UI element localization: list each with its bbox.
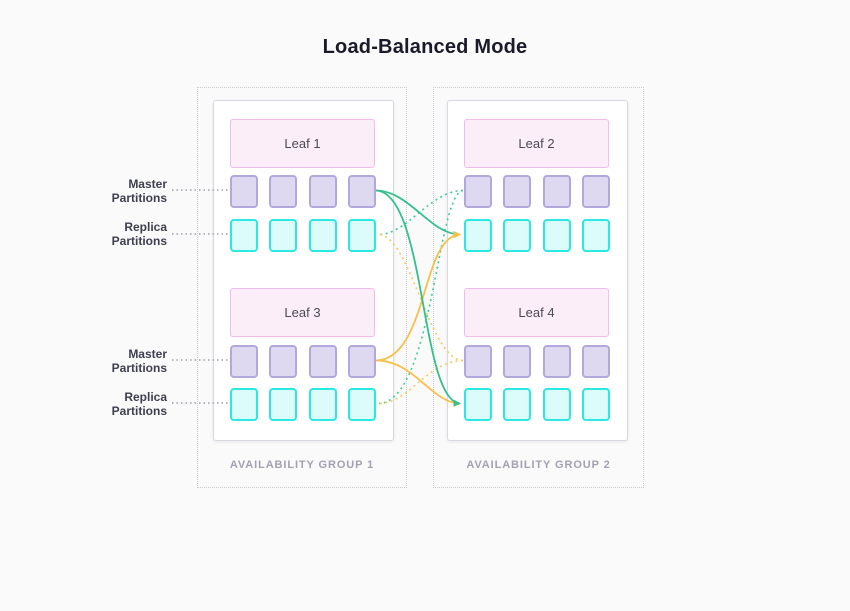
master-partition-box (230, 175, 258, 208)
leaf-2-master-row (464, 175, 610, 208)
leaf-3-box: Leaf 3 (230, 288, 375, 337)
master-partition-box (269, 345, 298, 378)
replica-partition-box (269, 219, 298, 252)
availability-group-2: Leaf 2 Leaf 4 (433, 87, 644, 488)
leaf-3-label: Leaf 3 (284, 305, 321, 320)
replica-partition-box (347, 219, 376, 252)
label-leader-line (172, 189, 229, 191)
leaf-1-label: Leaf 1 (284, 136, 321, 151)
label-leader-line (172, 359, 229, 361)
label-leader-line (172, 402, 229, 404)
replica-partition-box (230, 388, 258, 421)
leaf-3-master-row (230, 345, 376, 378)
leaf-card-group-1: Leaf 1 Leaf 3 (213, 100, 394, 441)
replica-partition-box (347, 388, 376, 421)
master-partition-box (503, 175, 532, 208)
leaf-4-box: Leaf 4 (464, 288, 609, 337)
master-partition-box (230, 345, 258, 378)
master-partition-box (269, 175, 298, 208)
master-partition-box (347, 175, 376, 208)
leaf-4-master-row (464, 345, 610, 378)
master-partition-box (308, 175, 337, 208)
master-partitions-label: Master Partitions (111, 347, 167, 375)
leaf-2-label: Leaf 2 (518, 136, 555, 151)
replica-partition-box (464, 388, 492, 421)
master-partition-box (464, 345, 492, 378)
replica-partition-box (230, 219, 258, 252)
replica-partition-box (581, 388, 610, 421)
label-leader-line (172, 233, 229, 235)
replica-partition-box (464, 219, 492, 252)
master-partition-box (581, 345, 610, 378)
leaf-1-box: Leaf 1 (230, 119, 375, 168)
replica-partition-box (542, 388, 571, 421)
leaf-4-label: Leaf 4 (518, 305, 555, 320)
leaf-card-group-2: Leaf 2 Leaf 4 (447, 100, 628, 441)
replica-partition-box (542, 219, 571, 252)
page-title: Load-Balanced Mode (322, 36, 528, 58)
leaf-1-master-row (230, 175, 376, 208)
master-partition-box (464, 175, 492, 208)
leaf-4-replica-row (464, 388, 610, 421)
leaf-3-replica-row (230, 388, 376, 421)
master-partition-box (542, 175, 571, 208)
master-partitions-label: Master Partitions (111, 177, 167, 205)
replica-partition-box (308, 388, 337, 421)
replica-partition-box (503, 219, 532, 252)
master-partition-box (542, 345, 571, 378)
replica-partitions-label: Replica Partitions (111, 220, 167, 248)
replica-partition-box (269, 388, 298, 421)
availability-group-2-label: AVAILABILITY GROUP 2 (466, 459, 611, 471)
leaf-1-replica-row (230, 219, 376, 252)
availability-group-1: Leaf 1 Leaf 3 (197, 87, 407, 488)
master-partition-box (308, 345, 337, 378)
leaf-2-box: Leaf 2 (464, 119, 609, 168)
replica-partitions-label: Replica Partitions (111, 390, 167, 418)
master-partition-box (503, 345, 532, 378)
replica-partition-box (581, 219, 610, 252)
availability-group-1-label: AVAILABILITY GROUP 1 (229, 459, 375, 471)
master-partition-box (347, 345, 376, 378)
master-partition-box (581, 175, 610, 208)
replica-partition-box (308, 219, 337, 252)
leaf-2-replica-row (464, 219, 610, 252)
replica-partition-box (503, 388, 532, 421)
